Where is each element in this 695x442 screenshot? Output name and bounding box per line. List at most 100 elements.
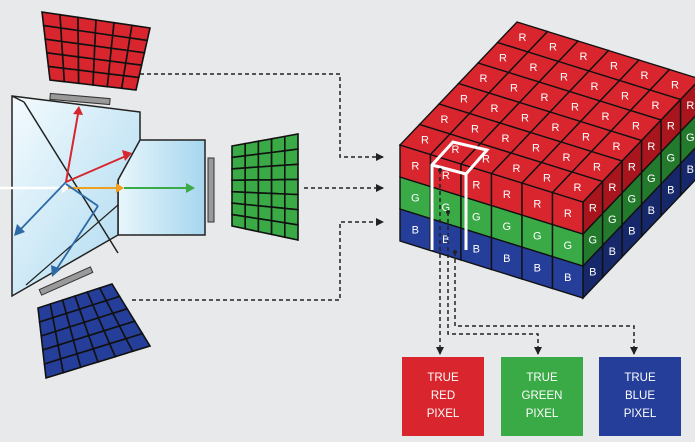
red-layer-top-letter: R (641, 70, 649, 82)
green-sensor-cell (270, 135, 286, 154)
main-prism (11, 95, 141, 298)
red-layer-top-letter: R (541, 92, 549, 104)
true-red-line3: PIXEL (427, 408, 460, 420)
red-layer-side-letter: R (608, 182, 616, 194)
green-sensor-cell (257, 192, 273, 208)
green-sensor-cell (231, 179, 246, 194)
red-sensor-cell (47, 65, 66, 83)
green-sensor-cell (244, 215, 260, 233)
blue-sensor-grid (37, 283, 152, 380)
prism-assembly (11, 92, 215, 298)
green-sensor-cell (257, 151, 273, 168)
true-red-line1: TRUE (427, 372, 459, 384)
red-layer-top-letter: R (513, 163, 521, 175)
blue-sensor-cell (124, 332, 152, 353)
green-layer-front-letter: G (442, 202, 451, 214)
green-sensor-cell (257, 178, 273, 195)
red-layer-top-letter: R (560, 71, 568, 83)
green-layer-side-letter: G (628, 194, 637, 206)
green-sensor-cell (244, 153, 260, 169)
green-sensor-cell (270, 178, 286, 195)
true-blue-line2: BLUE (625, 390, 655, 402)
true-green-pixel-box: TRUE GREEN PIXEL (501, 357, 583, 436)
red-sensor-grid (41, 11, 151, 91)
blue-layer-side-letter: B (628, 226, 635, 238)
red-layer-top-letter: R (441, 114, 449, 126)
green-sensor-cell (283, 148, 299, 167)
red-layer-top-letter: R (632, 120, 640, 132)
blue-layer-front-letter: B (412, 225, 419, 237)
red-layer-side-letter: R (647, 141, 655, 153)
green-sensor-cell (257, 165, 273, 181)
red-sensor-cell (120, 74, 140, 91)
blue-ray-down (55, 205, 99, 271)
green-sensor-cell (231, 167, 246, 182)
blue-layer-side-letter: B (609, 246, 616, 258)
red-layer-top-letter: R (602, 111, 610, 123)
green-sensor-cell (270, 219, 286, 239)
green-layer-front-letter: G (503, 221, 512, 233)
green-layer-front-letter: G (411, 193, 420, 205)
red-layer-front-letter: R (533, 199, 541, 211)
red-layer-top-letter: R (621, 90, 629, 102)
red-layer-top-letter: R (574, 182, 582, 194)
green-sensor-cell (270, 164, 286, 181)
red-layer-top-letter: R (671, 79, 679, 91)
blue-layer-front-letter: B (473, 244, 480, 256)
green-layer-front-letter: G (472, 212, 481, 224)
red-layer-top-letter: R (593, 161, 601, 173)
red-layer-top-letter: R (460, 93, 468, 105)
red-sensor-connector (140, 73, 384, 161)
red-layer-top-letter: R (482, 153, 490, 165)
green-sensor-cell (231, 154, 246, 170)
red-layer-side-letter: R (686, 100, 694, 112)
green-sensor-cell (244, 166, 260, 181)
pixel-highlight-outline (430, 140, 490, 250)
red-layer-top-cell (551, 171, 604, 203)
red-layer-front-letter: R (564, 208, 572, 220)
green-sensor-grid (231, 133, 299, 241)
red-layer-top-letter: R (543, 172, 551, 184)
red-layer-side-letter: R (628, 162, 636, 174)
red-layer-top-letter: R (519, 32, 527, 44)
red-sensor-cell (62, 67, 80, 85)
green-sensor-cell (283, 221, 299, 241)
red-layer-side-letter: R (667, 121, 675, 133)
bottom-filter-strip (38, 266, 94, 296)
red-layer-top-letter: R (521, 112, 529, 124)
true-blue-line3: PIXEL (624, 408, 657, 420)
blue-layer-side-letter: B (687, 164, 694, 176)
blue-sensor-connector (132, 218, 384, 301)
green-layer-front-letter: G (564, 240, 573, 252)
red-layer-top-letter: R (530, 62, 538, 74)
blue-layer-front-letter: B (442, 234, 449, 246)
blue-ray-left (19, 181, 67, 231)
right-filter-strip (207, 157, 215, 223)
red-layer-top-letter: R (571, 101, 579, 113)
red-sensor-cell (77, 69, 95, 86)
green-layer-front-letter: G (533, 231, 542, 243)
green-sensor-cell (283, 133, 299, 152)
red-layer-front-letter: R (472, 180, 480, 192)
true-blue-line1: TRUE (624, 372, 656, 384)
true-blue-pixel-box: TRUE BLUE PIXEL (599, 357, 681, 436)
red-layer-top-letter: R (580, 51, 588, 63)
blue-layer-side-letter: B (648, 205, 655, 217)
green-sensor-cell (283, 163, 299, 181)
red-layer-top-letter: R (613, 141, 621, 153)
red-layer-top-letter: R (563, 152, 571, 164)
blue-layer-front-letter: B (503, 253, 510, 265)
pixel-output-connectors (436, 170, 638, 355)
prism-diagonal-face (23, 101, 119, 254)
pixel-highlight-edge (431, 163, 467, 176)
red-layer-front-letter: R (411, 161, 419, 173)
green-sensor-cell (283, 178, 299, 196)
green-sensor-cell (231, 213, 246, 230)
green-sensor-cell (244, 191, 260, 207)
red-layer-top-letter: R (502, 133, 510, 145)
green-sensor-cell (257, 137, 273, 156)
blue-pixel-connector (454, 252, 638, 355)
